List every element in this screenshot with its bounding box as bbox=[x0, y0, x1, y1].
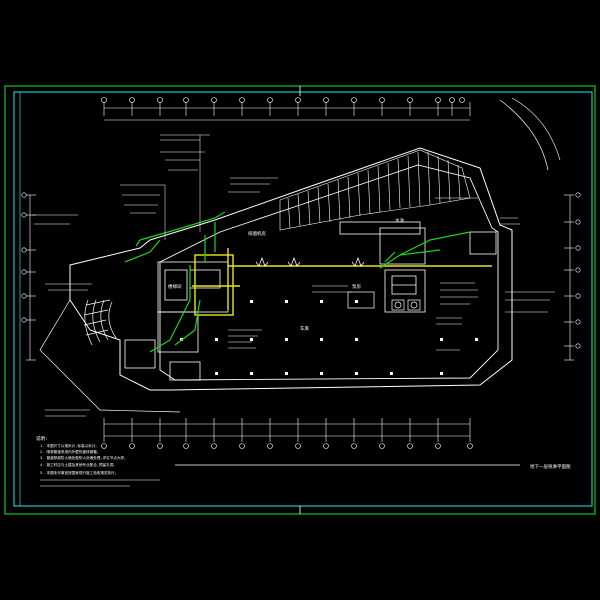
column-grid bbox=[180, 300, 478, 375]
site-boundary-arc bbox=[499, 99, 549, 171]
pipe-valves bbox=[255, 256, 365, 267]
building-outer-wall bbox=[69, 147, 513, 391]
inner-frame bbox=[13, 91, 593, 507]
note-line: 1. 本图尺寸以毫米计,标高以米计。 bbox=[40, 443, 99, 448]
bottom-dimension-chain bbox=[103, 418, 471, 442]
left-curved-ramp bbox=[39, 299, 181, 413]
note-line: 3. 管道穿越防火墙处做防火封堵处理,详见节点大样。 bbox=[40, 455, 128, 460]
bottom-axis-bubbles bbox=[101, 443, 473, 449]
right-dimension-chain bbox=[564, 192, 581, 361]
notes-heading: 说明: bbox=[36, 435, 48, 442]
room-label-pump: 泵房 bbox=[352, 283, 361, 290]
note-line: 4. 施工时应与土建及其他专业配合,预留孔洞。 bbox=[40, 462, 117, 467]
green-branch-pipes bbox=[124, 211, 471, 353]
note-line: 2. 喷淋管道采用内外壁热镀锌钢管。 bbox=[40, 449, 100, 454]
room-label-smoke-exhaust: 排烟机房 bbox=[248, 230, 266, 237]
room-label-garage: 车库 bbox=[300, 325, 309, 332]
room-label-tank: 水池 bbox=[395, 217, 404, 224]
leader-annotations bbox=[32, 134, 555, 417]
pump-equipment bbox=[347, 291, 421, 311]
top-axis-bubbles bbox=[101, 97, 465, 103]
drawing-title: 地下一层喷淋平面图 bbox=[530, 463, 571, 470]
room-label-stair: 楼梯间 bbox=[168, 283, 182, 290]
top-dimension-chain bbox=[103, 102, 471, 121]
notes-extra-lines bbox=[40, 479, 160, 487]
site-boundary-arc-2 bbox=[511, 97, 561, 161]
sprinkler-main-pipe bbox=[192, 248, 492, 316]
left-core-rooms bbox=[124, 261, 229, 381]
left-dimension-chain bbox=[21, 192, 36, 361]
note-line: 5. 本图未尽事宜按国家现行施工验收规范执行。 bbox=[40, 470, 118, 475]
building-inner-wall bbox=[159, 164, 499, 381]
ramp-hatching bbox=[279, 149, 471, 231]
right-core-rooms bbox=[339, 221, 497, 313]
